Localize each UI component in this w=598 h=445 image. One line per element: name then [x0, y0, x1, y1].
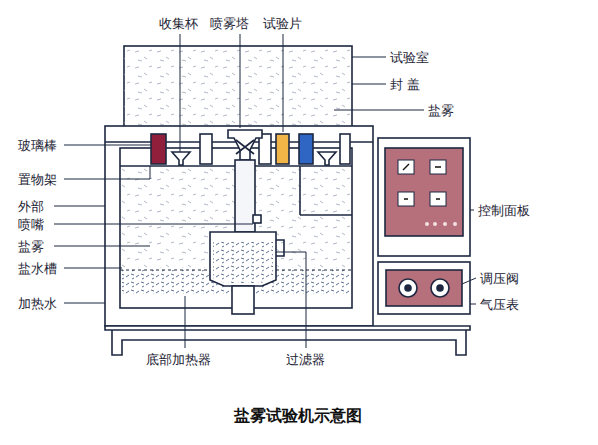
part-label: 盐雾 — [428, 103, 454, 118]
part-label: 试验片 — [263, 16, 302, 31]
part-label: 控制面板 — [478, 203, 530, 218]
part-label: 外部 — [18, 199, 44, 214]
part-label: 试验室 — [390, 50, 429, 65]
part-label: 置物架 — [18, 172, 57, 187]
part-label: 喷嘴 — [18, 217, 44, 232]
part-label: 底部加热器 — [146, 352, 211, 367]
part-label: 加热水 — [18, 296, 57, 311]
part-label: 过滤器 — [286, 352, 325, 367]
part-label: 收集杯 — [159, 16, 198, 31]
figure-caption: 盐雾试验机示意图 — [234, 406, 362, 427]
part-label: 气压表 — [480, 297, 519, 312]
part-label: 玻璃棒 — [18, 138, 57, 153]
part-label: 盐水槽 — [18, 261, 57, 276]
part-label: 喷雾塔 — [210, 16, 249, 31]
part-label: 封 盖 — [390, 77, 420, 92]
part-label: 调压阀 — [480, 271, 519, 286]
part-label: 盐雾 — [18, 239, 44, 254]
